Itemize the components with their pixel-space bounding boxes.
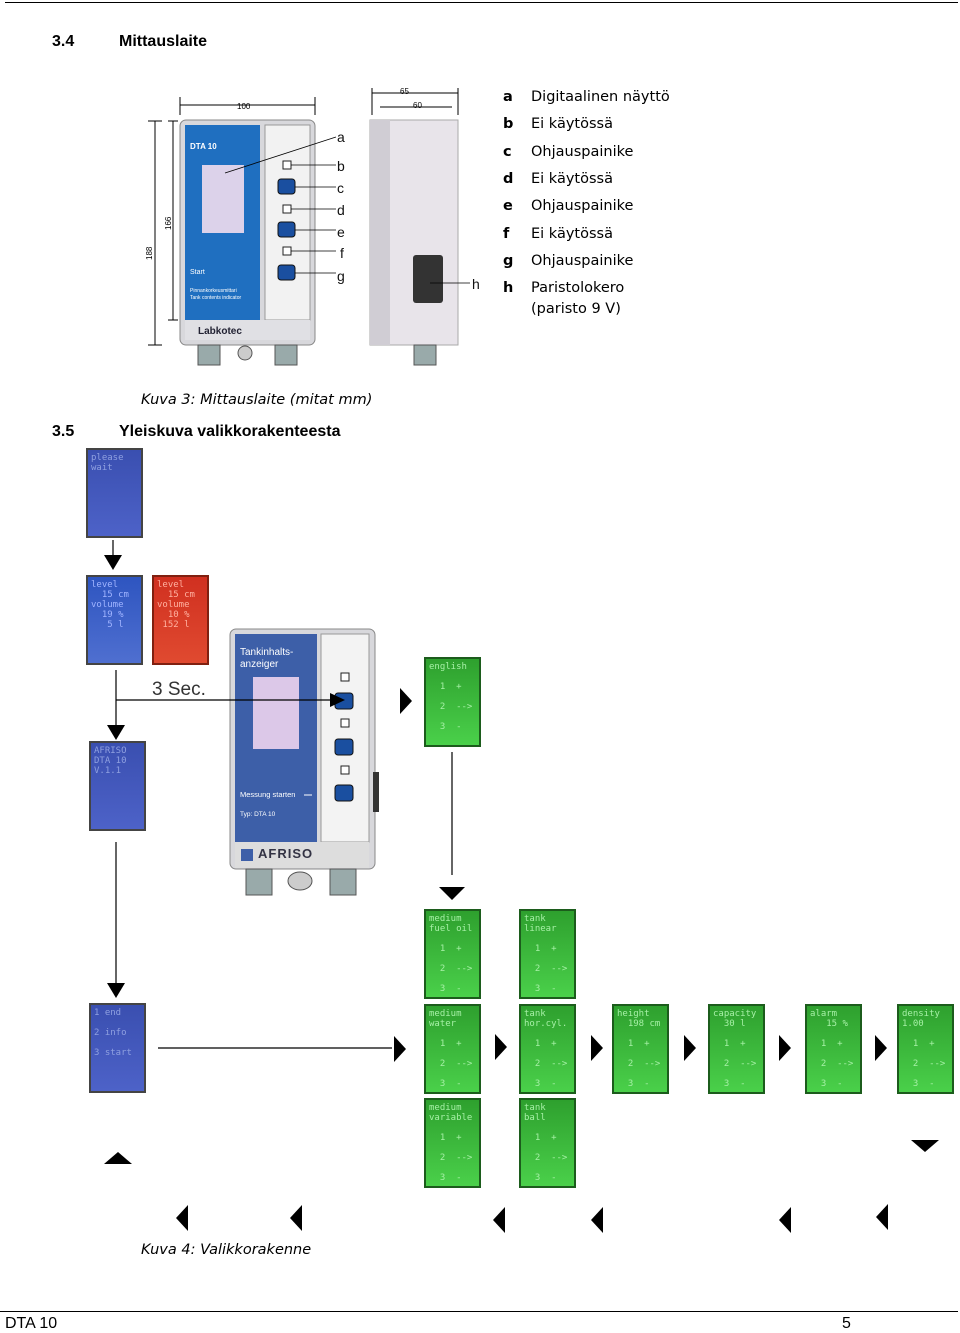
arrow-down xyxy=(911,1140,939,1152)
legend-text: Ohjauspainike xyxy=(531,253,634,269)
screen-level-red: level 15 cm volume 10 % 152 l xyxy=(152,575,209,665)
callout-lines xyxy=(291,164,336,274)
legend-key: c xyxy=(503,144,512,160)
side-shade xyxy=(370,120,390,345)
arrow-up xyxy=(104,1152,132,1164)
display-window xyxy=(202,165,244,233)
legend-key: h xyxy=(503,280,514,296)
legend-text: Digitaalinen näyttö xyxy=(531,89,670,105)
legend-key: g xyxy=(503,253,514,269)
page-number: 5 xyxy=(842,1315,851,1332)
dim-width: 100 xyxy=(237,102,251,111)
device-start: Start xyxy=(190,269,205,276)
figure3-caption: Kuva 3: Mittauslaite (mitat mm) xyxy=(141,392,373,408)
device-brand: Labkotec xyxy=(198,326,242,337)
legend-key: b xyxy=(503,116,514,132)
section-number: 3.4 xyxy=(52,33,75,50)
screen-medium-fuel: medium fuel oil 1 + 2 --> 3 - xyxy=(424,909,481,999)
callout-f: f xyxy=(340,245,344,261)
screen-tank-linear: tank linear 1 + 2 --> 3 - xyxy=(519,909,576,999)
afriso-title: Tankinhalts- anzeiger xyxy=(240,647,294,670)
figure4-caption: Kuva 4: Valikkorakenne xyxy=(141,1242,312,1258)
dim-height-inner: 166 xyxy=(164,216,173,230)
top-rule xyxy=(5,2,958,3)
device-sub-en: Tank contents indicator xyxy=(190,295,241,301)
arrow-right xyxy=(495,1034,507,1060)
arrow-right xyxy=(684,1035,696,1061)
dimension-lines xyxy=(148,88,459,346)
arrow-left xyxy=(876,1204,888,1230)
arrow-right xyxy=(591,1035,603,1061)
callout-b: b xyxy=(337,158,345,174)
screen-please-wait: please wait xyxy=(86,448,143,538)
side-gland xyxy=(413,344,437,366)
arrow-left xyxy=(290,1205,302,1231)
screen-level-blue: level 15 cm volume 19 % 5 l xyxy=(86,575,143,665)
legend-key: d xyxy=(503,171,514,187)
device-drawing: 100 188 166 65 60 DTA 10 Start Pinnankor… xyxy=(145,87,470,366)
legend-text: Ei käytössä xyxy=(531,226,613,242)
device-model: DTA 10 xyxy=(190,142,217,151)
afriso-brand: AFRISO xyxy=(258,846,314,861)
legend-key: a xyxy=(503,89,513,105)
callout-h: h xyxy=(472,276,480,292)
battery-compartment xyxy=(413,255,443,303)
screen-english: english 1 + 2 --> 3 - xyxy=(424,657,481,747)
arrow-right xyxy=(394,1036,406,1062)
dim-depth-inner: 60 xyxy=(413,101,422,110)
screen-alarm: alarm 15 % 1 + 2 --> 3 - xyxy=(805,1004,862,1094)
section-title: Yleiskuva valikkorakenteesta xyxy=(119,423,341,440)
arrow-left xyxy=(176,1205,188,1231)
section-number: 3.5 xyxy=(52,423,75,440)
device-buttons xyxy=(277,160,296,281)
screen-tank-ball: tank ball 1 + 2 --> 3 - xyxy=(519,1098,576,1188)
arrow-right xyxy=(875,1035,887,1061)
arrow-left xyxy=(591,1207,603,1233)
arrow-left xyxy=(493,1207,505,1233)
legend-text: Ei käytössä xyxy=(531,171,613,187)
brand-strip xyxy=(185,320,310,340)
legend-text: Ei käytössä xyxy=(531,116,613,132)
section-title: Mittauslaite xyxy=(119,33,208,50)
callout-g: g xyxy=(337,268,345,284)
afriso-device xyxy=(229,628,379,896)
legend-key: e xyxy=(503,198,513,214)
arrow-left xyxy=(779,1207,791,1233)
legend-text: Ohjauspainike xyxy=(531,198,634,214)
screen-tank-horcyl: tank hor.cyl. 1 + 2 --> 3 - xyxy=(519,1004,576,1094)
screen-version: AFRISO DTA 10 V.1.1 xyxy=(89,741,146,831)
arrow-right xyxy=(779,1035,791,1061)
screen-capacity: capacity 30 l 1 + 2 --> 3 - xyxy=(708,1004,765,1094)
screen-medium-water: medium water 1 + 2 --> 3 - xyxy=(424,1004,481,1094)
footer-rule xyxy=(0,1311,958,1312)
afriso-type: Typ: DTA 10 xyxy=(240,811,276,818)
screen-medium-variable: medium variable 1 + 2 --> 3 - xyxy=(424,1098,481,1188)
delay-label: 3 Sec. xyxy=(152,679,206,700)
callout-d: d xyxy=(337,202,345,218)
callout-a: a xyxy=(337,129,345,145)
callout-e: e xyxy=(337,224,345,240)
screen-menu: 1 end 2 info 3 start xyxy=(89,1003,146,1093)
legend-text: (paristo 9 V) xyxy=(531,301,621,317)
screen-density: density 1.00 1 + 2 --> 3 - xyxy=(897,1004,954,1094)
dim-height: 188 xyxy=(145,246,154,260)
screen-height: height 198 cm 1 + 2 --> 3 - xyxy=(612,1004,669,1094)
afriso-start: Messung starten xyxy=(240,790,296,799)
footer-doc-title: DTA 10 xyxy=(5,1315,58,1332)
arrow-right xyxy=(400,688,412,714)
dim-depth: 65 xyxy=(400,87,409,96)
callout-c: c xyxy=(337,180,344,196)
legend-text: Ohjauspainike xyxy=(531,144,634,160)
cable-glands xyxy=(197,344,298,366)
legend-text: Paristolokero xyxy=(531,280,625,296)
legend-key: f xyxy=(503,226,510,242)
device-sub-fi: Pinnankorkeusmittari xyxy=(190,288,237,294)
